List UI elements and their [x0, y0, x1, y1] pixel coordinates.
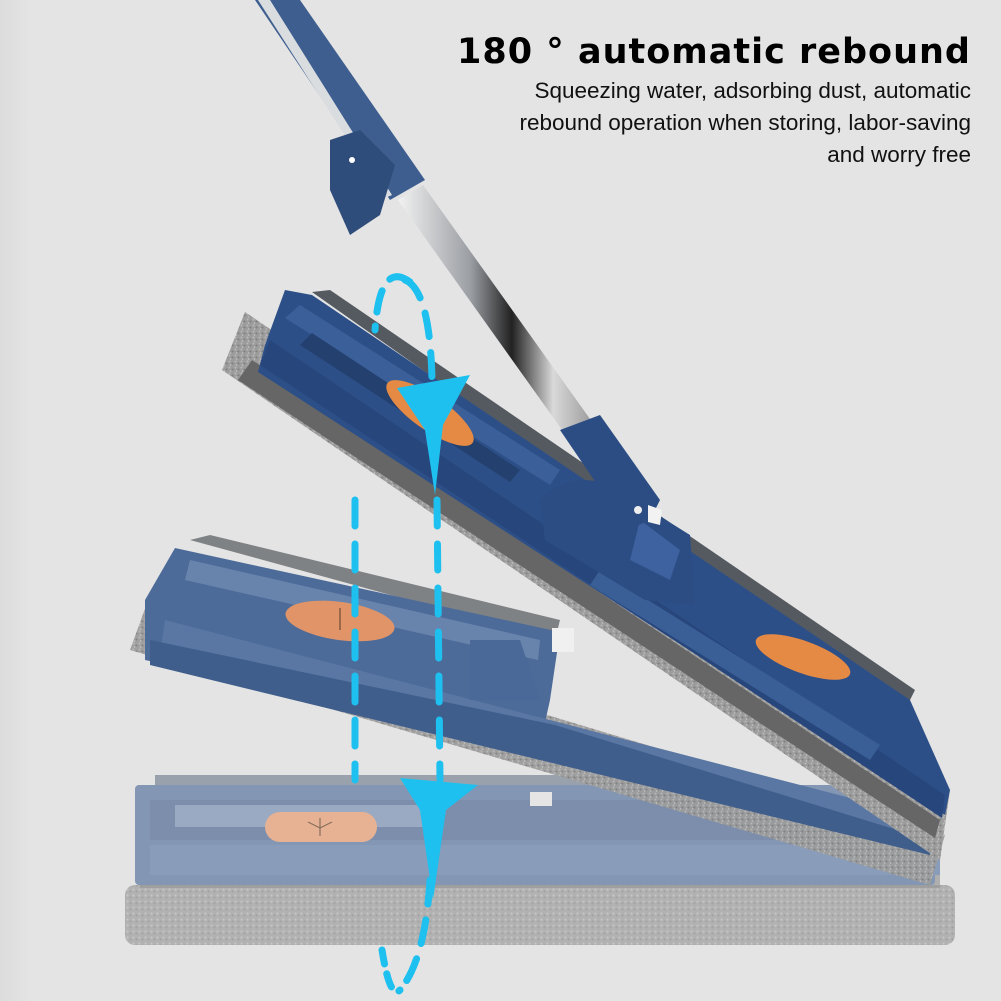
- mop-handle: [255, 0, 662, 530]
- headline-line-1: Squeezing water, adsorbing dust, automat…: [534, 78, 971, 103]
- dashed-cyan-loop-arrow: [351, 273, 444, 996]
- headline-block: 180 ° automatic rebound Squeezing water,…: [457, 30, 971, 170]
- hanging-clip: [330, 130, 395, 235]
- arrow-head-upper: [397, 375, 470, 495]
- arrow-head-lower: [400, 778, 478, 900]
- microfiber-pad-flat: [125, 885, 955, 945]
- headline-line-3: and worry free: [827, 142, 971, 167]
- background-shade: [0, 0, 30, 1001]
- orange-pad-raised-2: [755, 634, 851, 680]
- headline-line-2: rebound operation when storing, labor-sa…: [519, 110, 971, 135]
- headline-title: 180 ° automatic rebound: [457, 32, 971, 72]
